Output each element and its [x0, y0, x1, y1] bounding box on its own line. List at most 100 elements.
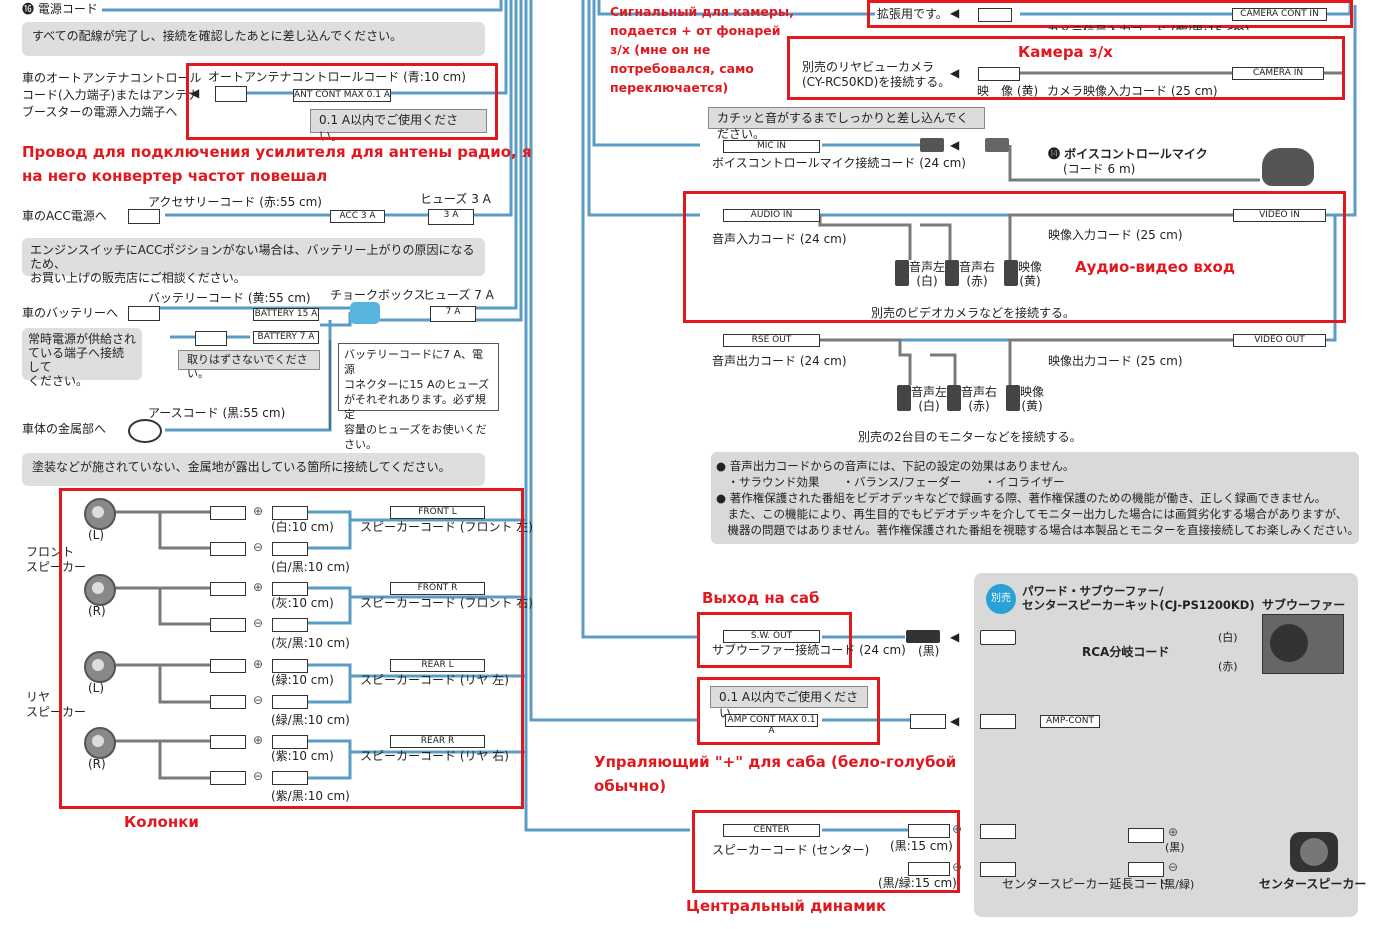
speaker-connector-minus	[272, 618, 308, 632]
highlight-camera-cont	[867, 0, 1353, 28]
amp-connector	[910, 714, 946, 729]
speaker-plug-plus	[210, 735, 246, 749]
speaker-plug-plus	[210, 582, 246, 596]
speaker-side-label: (L)	[88, 681, 105, 695]
speaker-connector-plus	[272, 506, 308, 520]
center-ext-plug-minus	[980, 862, 1016, 877]
do-not-remove-note: 取りはずさないでください。	[178, 350, 320, 380]
antenna-connector	[215, 86, 247, 102]
trunk-battery-line	[470, 0, 518, 310]
center-tag: CENTER	[723, 824, 820, 837]
trunk-camcont-line	[597, 0, 870, 16]
kit-badge: 別売	[986, 584, 1016, 614]
plus-icon: ⊕	[1168, 825, 1179, 839]
speaker-plug-minus	[210, 695, 246, 709]
fuse-note: バッテリーコードに7 A、電源 コネクターに15 Aのヒューズ がそれぞれありま…	[338, 343, 499, 451]
earth-target: 車体の金属部へ	[22, 422, 107, 436]
speaker-plug-minus	[210, 771, 246, 785]
minus-icon: ⊖	[253, 769, 264, 783]
subwoofer-cone-icon	[1270, 624, 1308, 662]
acc-target: 車のACC電源へ	[22, 209, 107, 223]
speaker-cord-label: スピーカーコード (フロント 左)	[360, 520, 533, 534]
center-bw-label: (黒/緑:15 cm)	[878, 876, 957, 890]
fuse-7a-label: ヒューズ 7 A	[423, 288, 494, 302]
speaker-cone-icon	[92, 735, 104, 747]
speaker-connector-minus	[272, 695, 308, 709]
speaker-side-label: (R)	[88, 604, 106, 618]
choke-box	[350, 302, 380, 324]
earth-terminal-icon	[128, 419, 162, 443]
center-speaker-label: センタースピーカー	[1259, 877, 1367, 891]
center-ext-label: センタースピーカー延長コード	[1002, 877, 1170, 891]
minus-icon: ⊖	[253, 693, 264, 707]
amp-plug-icon	[980, 714, 1016, 729]
camera-in-connector	[978, 67, 1020, 81]
arrow-left-icon: ◀	[950, 66, 960, 80]
note-constant-power: 常時電源が供給され ている端子へ接続して ください。	[22, 328, 142, 388]
battery-15a-tag: BATTERY 15 A	[253, 308, 319, 321]
arrow-left-icon: ◀	[950, 630, 960, 644]
highlight-amp	[697, 677, 880, 745]
plug-label: 音声右 (赤)	[961, 385, 998, 413]
highlight-camera	[787, 36, 1345, 100]
annotation-av: Аудио-видео вход	[1075, 258, 1235, 276]
speaker-plus-color: (白:10 cm)	[271, 520, 334, 534]
notes-box	[711, 452, 1359, 544]
antenna-tag: ANT CONT MAX 0.1 A	[293, 89, 391, 102]
speaker-connector-plus	[272, 659, 308, 673]
choke-label: チョークボックス	[330, 288, 426, 302]
highlight-av-in	[683, 191, 1346, 323]
minus-icon: ⊖	[253, 540, 264, 554]
speaker-connector-plus	[272, 582, 308, 596]
center-ext-conn-plus	[1128, 828, 1164, 843]
rear-camera-label: 別売のリヤビューカメラ (CY-RC50KD)を接続する。	[802, 60, 951, 89]
plug-label: 映像 (黄)	[1020, 385, 1045, 413]
section-title: ⓰ 電源コード	[22, 2, 98, 16]
av-out-note: 別売の2台目のモニターなどを接続する。	[858, 430, 1082, 444]
speaker-connector-minus	[272, 771, 308, 785]
rca-split-label: RCA分岐コード	[1082, 645, 1170, 659]
sw-out-tag: S.W. OUT	[723, 630, 820, 643]
rca-plug-icon	[1004, 260, 1018, 286]
center-minus-color: (黒/緑)	[1160, 878, 1195, 891]
trunk-sw-line	[581, 0, 700, 639]
video-out-tag: VIDEO OUT	[1233, 334, 1326, 347]
video-in-cord-label: 映像入力コード (25 cm)	[1048, 228, 1183, 242]
minus-icon: ⊖	[253, 616, 264, 630]
mic-cord-label: ボイスコントロールマイク接続コード (24 cm)	[712, 156, 966, 170]
speaker-side-label: (L)	[88, 528, 105, 542]
trunk-acc-line	[470, 0, 513, 217]
acc-connector	[128, 209, 160, 224]
arrow-left-icon: ◀	[950, 714, 960, 728]
plus-icon: ⊕	[952, 822, 963, 836]
speaker-plug-plus	[210, 659, 246, 673]
rca-plug-icon	[947, 385, 961, 411]
battery-inline-connector	[195, 331, 227, 346]
plug-label: 音声右 (赤)	[959, 260, 996, 288]
mic-in-tag: MIC IN	[723, 140, 820, 153]
trunk-amp-line	[529, 0, 700, 722]
speaker-tag: FRONT L	[390, 506, 485, 519]
rca-plug-icon	[897, 385, 911, 411]
minus-icon: ⊖	[1168, 860, 1179, 874]
microphone-icon	[1262, 148, 1314, 186]
center-ext-plug-plus	[980, 824, 1016, 839]
battery-7a-tag: BATTERY 7 A	[253, 331, 319, 344]
annotation-camera-signal: Сигнальный для камеры, подается + от фон…	[610, 4, 794, 95]
acc-cord-label: アクセサリーコード (赤:55 cm)	[148, 195, 322, 209]
subwoofer-label: サブウーファー	[1262, 598, 1346, 612]
speaker-minus-color: (緑/黒:10 cm)	[271, 713, 350, 727]
plug-label: 音声左 (白)	[909, 260, 946, 288]
front-speaker-label: フロント スピーカー	[26, 545, 87, 574]
center-connector-plus	[908, 824, 950, 838]
highlight-speakers	[59, 488, 524, 809]
speaker-plus-color: (緑:10 cm)	[271, 673, 334, 687]
rca-red-label: (赤)	[1218, 660, 1238, 673]
center-connector-minus	[908, 862, 950, 876]
trunk-audio-line	[587, 0, 700, 217]
speaker-tag: FRONT R	[390, 582, 485, 595]
speaker-minus-color: (白/黒:10 cm)	[271, 560, 350, 574]
highlight-sw-out	[697, 612, 852, 668]
fuse-7a: 7 A	[430, 306, 476, 322]
